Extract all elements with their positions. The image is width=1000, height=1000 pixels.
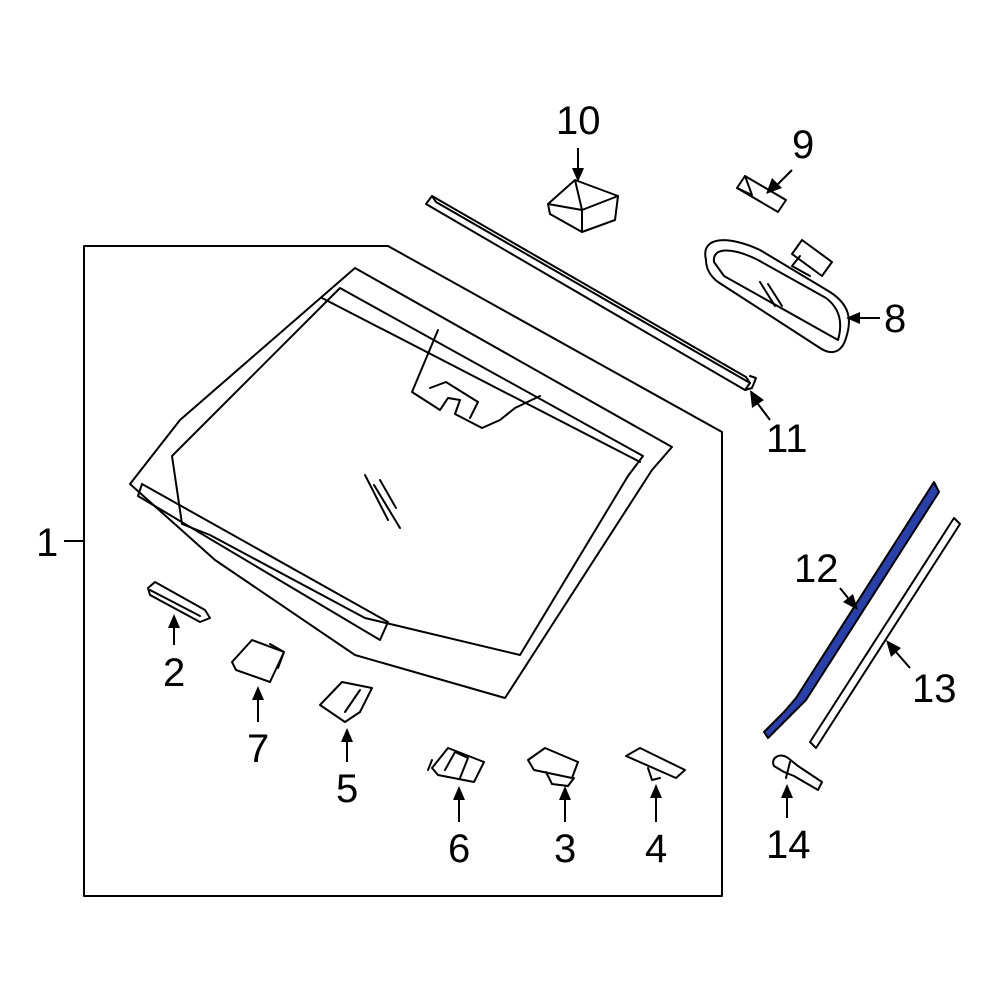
part-3-clip (527, 747, 579, 787)
callout-labels: 1 2 7 5 6 3 4 10 9 8 11 12 13 14 (36, 99, 957, 871)
callout-10: 10 (556, 99, 601, 143)
part-7-sensor-cover (231, 639, 285, 683)
part-6-retainer-clip (427, 747, 485, 783)
part-10-mount-block (547, 179, 619, 233)
callout-12: 12 (794, 547, 839, 591)
part-9-clip (736, 175, 787, 213)
callout-7: 7 (247, 727, 269, 771)
part-11-weatherstrip (425, 195, 757, 391)
callout-14: 14 (766, 823, 811, 867)
callout-4: 4 (645, 827, 667, 871)
leader-lines (64, 148, 911, 822)
callout-8: 8 (884, 297, 906, 341)
callout-11: 11 (766, 417, 808, 461)
callout-6: 6 (448, 827, 470, 871)
part-8-rearview-mirror (704, 239, 850, 354)
part-14-push-pin (772, 754, 823, 791)
part-4-spacer (625, 747, 686, 781)
callout-1: 1 (36, 521, 58, 565)
callout-5: 5 (336, 767, 358, 811)
callout-9: 9 (792, 123, 814, 167)
callout-2: 2 (163, 651, 185, 695)
windshield-assembly-box (83, 245, 723, 897)
callout-3: 3 (554, 827, 576, 871)
windshield-glass (129, 267, 673, 699)
part-12-pillar-molding (763, 481, 940, 739)
part-2-clip (147, 581, 211, 623)
callout-13: 13 (912, 667, 957, 711)
part-5-bracket (319, 681, 373, 723)
part-13-trim-strip (809, 517, 961, 749)
